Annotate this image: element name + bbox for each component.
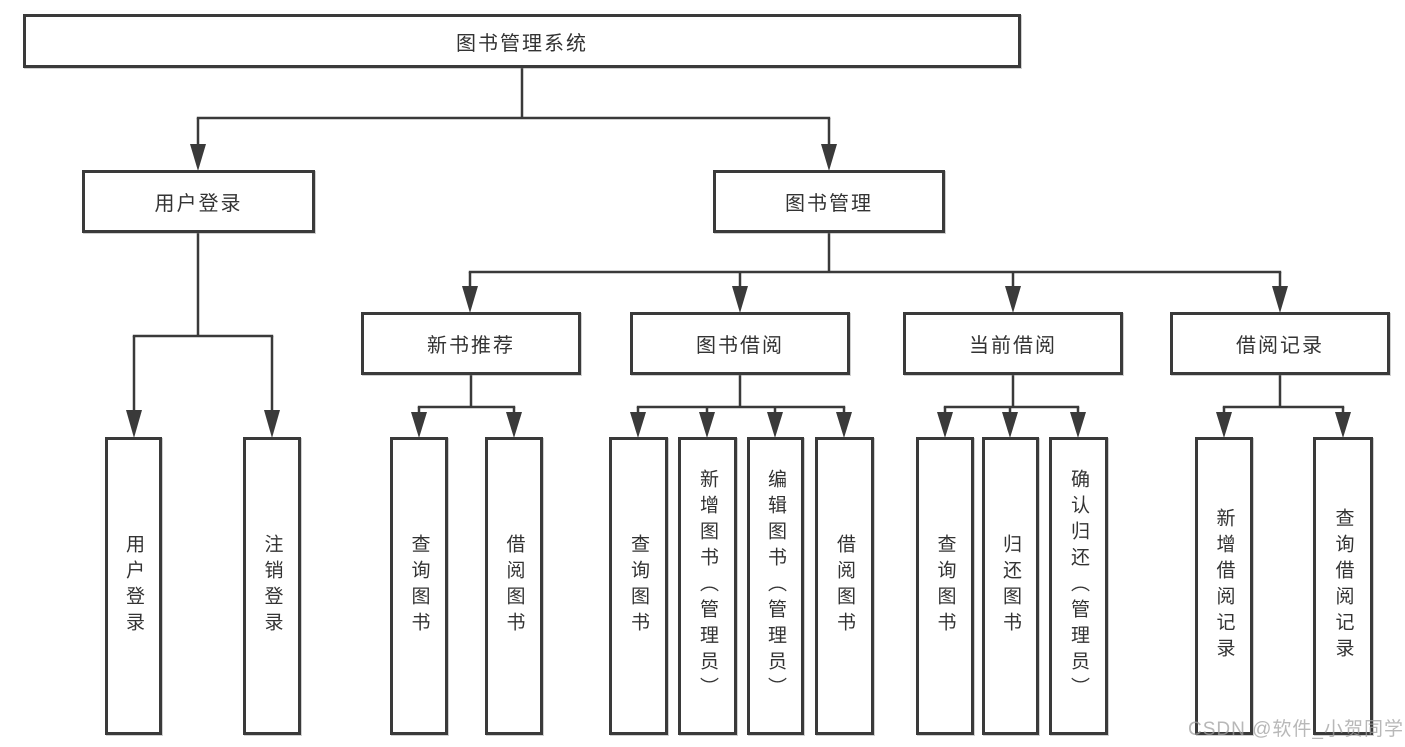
node-label: 确认归还（管理员）	[1068, 469, 1089, 703]
node-label: 查询图书	[934, 534, 956, 638]
node-borrow-books-borrowing: 借阅图书	[815, 437, 874, 735]
node-add-borrow-record: 新增借阅记录	[1195, 437, 1253, 735]
node-user-login: 用户登录	[82, 170, 315, 233]
node-label: 用户登录	[123, 534, 144, 638]
node-label: 归还图书	[1000, 534, 1021, 638]
node-edit-books-admin: 编辑图书（管理员）	[747, 437, 804, 735]
node-library-system: 图书管理系统	[23, 14, 1021, 68]
node-query-borrow-record: 查询借阅记录	[1313, 437, 1373, 735]
node-label: 查询图书	[408, 534, 430, 638]
node-label: 当前借阅	[969, 335, 1057, 357]
node-label: 用户登录	[154, 193, 243, 215]
node-label: 图书借阅	[696, 335, 784, 357]
csdn-watermark: CSDN @软件_小贺同学	[1188, 719, 1404, 740]
node-label: 新增借阅记录	[1213, 508, 1235, 664]
node-logout-login: 注销登录	[243, 437, 301, 735]
node-confirm-return-admin: 确认归还（管理员）	[1049, 437, 1108, 735]
node-new-book-recommend: 新书推荐	[361, 312, 581, 375]
node-borrow-books-recommend: 借阅图书	[485, 437, 543, 735]
node-label: 注销登录	[261, 534, 283, 638]
node-label: 新书推荐	[427, 335, 515, 357]
node-add-books-admin: 新增图书（管理员）	[678, 437, 737, 735]
node-label: 借阅图书	[503, 534, 525, 638]
node-label: 借阅记录	[1236, 335, 1324, 357]
node-label: 图书管理系统	[456, 32, 588, 55]
node-book-management: 图书管理	[713, 170, 945, 233]
node-current-borrowing: 当前借阅	[903, 312, 1123, 375]
node-label: 查询图书	[628, 534, 649, 638]
node-borrowing-records: 借阅记录	[1170, 312, 1390, 375]
node-label: 新增图书（管理员）	[697, 469, 718, 703]
node-label: 查询借阅记录	[1332, 508, 1354, 664]
node-book-borrowing: 图书借阅	[630, 312, 850, 375]
node-label: 图书管理	[785, 193, 873, 215]
node-return-books: 归还图书	[982, 437, 1039, 735]
node-label: 编辑图书（管理员）	[765, 469, 786, 703]
node-query-books-current: 查询图书	[916, 437, 974, 735]
node-label: 借阅图书	[834, 534, 855, 638]
node-user-login-leaf: 用户登录	[105, 437, 162, 735]
node-query-books-borrowing: 查询图书	[609, 437, 668, 735]
node-query-books-recommend: 查询图书	[390, 437, 448, 735]
